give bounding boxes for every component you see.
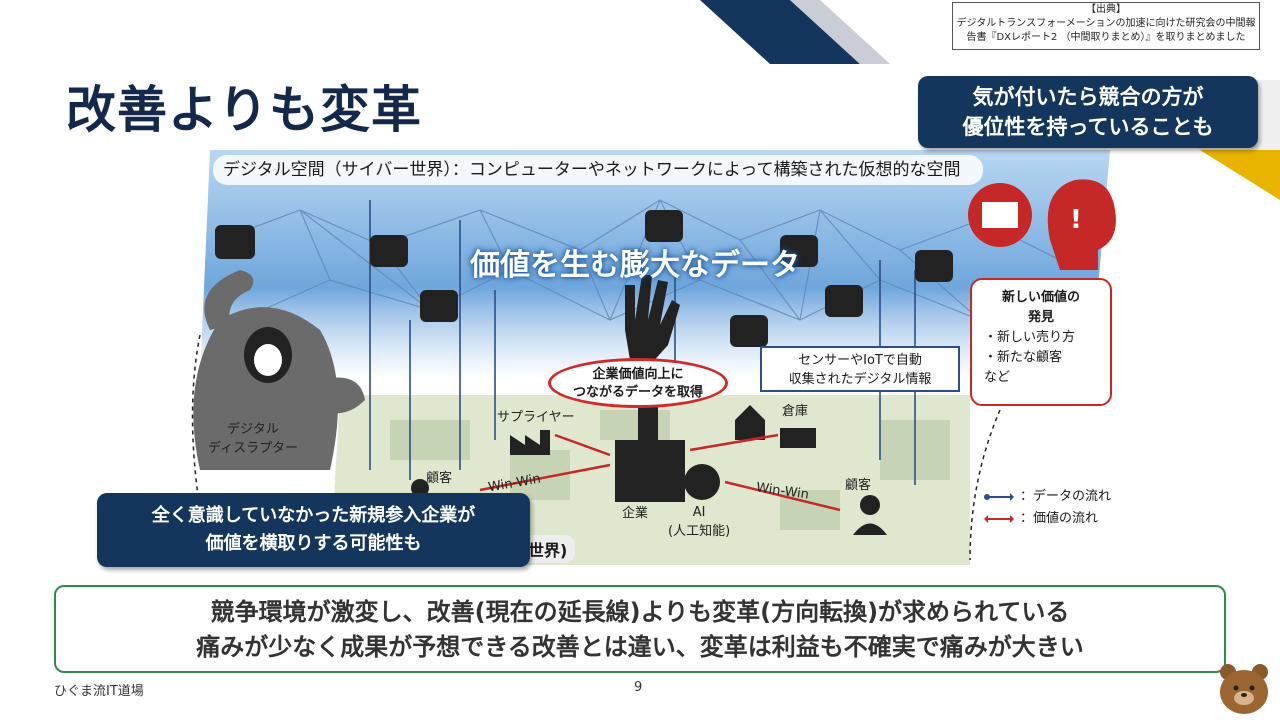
data-acquisition-oval: 企業価値向上に つながるデータを取得 bbox=[548, 358, 728, 408]
new-value-discovery-box: 新しい価値の 発見 ・新しい売り方 ・新たな顧客 など bbox=[970, 278, 1112, 406]
building-icon bbox=[615, 405, 685, 502]
slide-title: 改善よりも変革 bbox=[66, 81, 422, 139]
monster-icon bbox=[193, 270, 365, 470]
legend-data-flow: ：データの流れ bbox=[984, 486, 1111, 508]
ai-brain-icon bbox=[684, 464, 720, 500]
dx-diagram-illustration: ! bbox=[191, 150, 1116, 565]
disruptor-label: デジタル ディスラプター bbox=[208, 422, 299, 456]
summary-line-1: 競争環境が激変し、改善(現在の延長線)よりも変革(方向転換)が求められている bbox=[210, 598, 1070, 626]
blue-arrow-icon bbox=[984, 493, 1014, 501]
bear-icon bbox=[1220, 664, 1268, 714]
value-data-heading: 価値を生む膨大なデータ bbox=[470, 248, 800, 283]
factory-icon bbox=[510, 430, 550, 455]
person-icon bbox=[860, 495, 880, 515]
ai-label: AI (人工知能) bbox=[668, 505, 731, 539]
cyber-space-area bbox=[200, 150, 1110, 380]
cyber-space-label: デジタル空間（サイバー世界）：コンピューターやネットワークによって構築された仮想… bbox=[213, 155, 983, 185]
red-double-arrow-icon bbox=[984, 515, 1014, 523]
person-icon bbox=[411, 479, 429, 497]
value-flow-arrows bbox=[479, 433, 841, 512]
sensor-info-box: センサーやIoTで自動 収集されたデジタル情報 bbox=[760, 346, 960, 392]
svg-text:!: ! bbox=[1070, 205, 1082, 235]
new-entrant-callout: 全く意識していなかった新規参入企業が 価値を横取りする可能性も bbox=[97, 493, 530, 567]
supplier-label: サプライヤー bbox=[497, 410, 575, 425]
summary-line-2: 痛みが少なく成果が予想できる改善とは違い、変革は利益も不確実で痛みが大きい bbox=[196, 633, 1084, 661]
database-icon bbox=[215, 210, 953, 347]
customer-left-label: 顧客 bbox=[426, 471, 453, 486]
legend: ：データの流れ ：価値の流れ bbox=[984, 486, 1111, 530]
company-label: 企業 bbox=[622, 506, 649, 521]
competitor-advantage-callout: 気が付いたら競合の方が 優位性を持っていることも bbox=[918, 76, 1258, 148]
page-number: 9 bbox=[634, 680, 643, 695]
customer-right-label: 顧客 bbox=[845, 478, 872, 493]
alert-head-icon bbox=[1047, 179, 1116, 270]
warehouse-label: 倉庫 bbox=[782, 404, 809, 419]
forklift-icon bbox=[780, 428, 816, 448]
footer-brand: ひぐま流IT道場 bbox=[54, 684, 144, 699]
source-citation: 【出典】 デジタルトランスフォーメーションの加速に向けた研究会の中間報 告書『D… bbox=[952, 2, 1260, 50]
warehouse-icon bbox=[735, 405, 765, 440]
hand-icon bbox=[625, 275, 680, 365]
summary-box: 競争環境が激変し、改善(現在の延長線)よりも変革(方向転換)が求められている 痛… bbox=[54, 585, 1226, 673]
legend-value-flow: ：価値の流れ bbox=[984, 508, 1111, 530]
